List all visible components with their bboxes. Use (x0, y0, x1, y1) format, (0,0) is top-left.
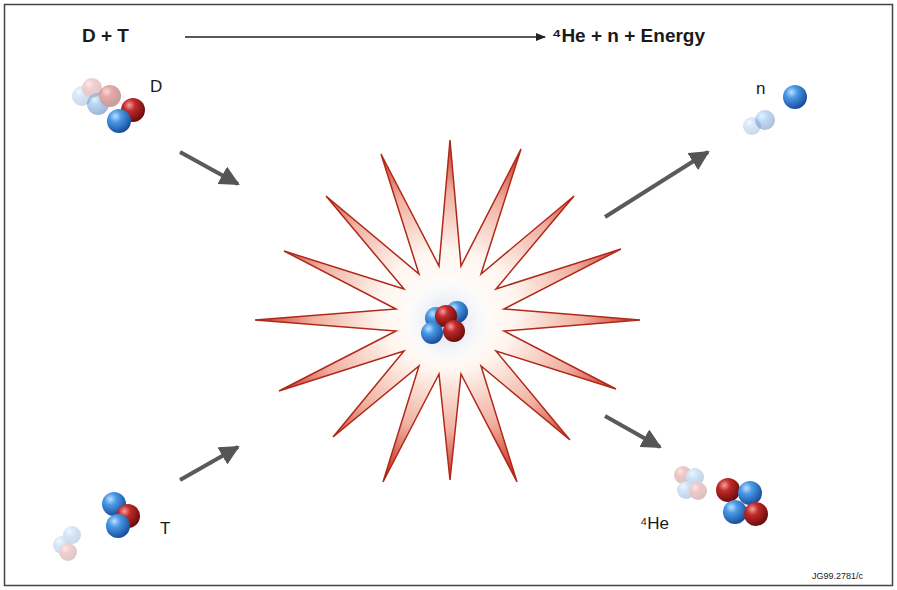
particle-label: T (160, 520, 170, 539)
particle-label: ⁴He (640, 515, 669, 534)
reference-code: JG99.2781/c (812, 572, 863, 582)
equation-products: ⁴He + n + Energy (552, 26, 705, 47)
particle-label: n (756, 80, 765, 99)
equation-reactants: D + T (82, 26, 129, 47)
particle-label: D (150, 78, 162, 97)
